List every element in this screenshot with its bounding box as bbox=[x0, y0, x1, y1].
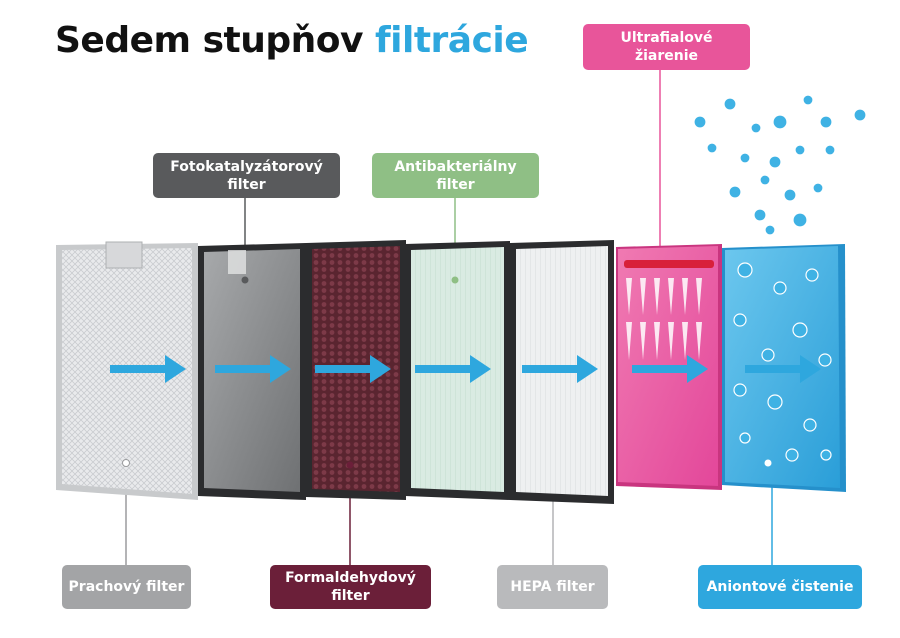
arrow-right-icon bbox=[215, 355, 291, 383]
label-hepa: HEPA filter bbox=[497, 565, 608, 609]
label-ultrafialove: Ultrafialové žiarenie bbox=[583, 24, 750, 70]
arrow-right-icon bbox=[415, 355, 491, 383]
arrow-right-icon bbox=[522, 355, 598, 383]
label-prachovy: Prachový filter bbox=[62, 565, 191, 609]
page-title: Sedem stupňov filtrácie bbox=[55, 20, 529, 61]
title-accent: filtrácie bbox=[374, 20, 529, 61]
title-main: Sedem stupňov bbox=[55, 20, 363, 61]
airflow-arrows bbox=[110, 355, 821, 383]
arrow-right-icon bbox=[315, 355, 391, 383]
uv-ray-icon bbox=[626, 278, 702, 360]
arrow-right-icon bbox=[110, 355, 186, 383]
uv-lamp bbox=[624, 260, 714, 268]
droplet-icon bbox=[693, 94, 867, 467]
label-aniontove: Aniontové čistenie bbox=[698, 565, 862, 609]
arrow-right-icon bbox=[745, 355, 821, 383]
label-antibakterialny: Antibakteriálny filter bbox=[372, 153, 539, 198]
label-fotokatalyzatorovy: Fotokatalyzátorový filter bbox=[153, 153, 340, 198]
arrow-right-icon bbox=[632, 355, 708, 383]
label-formaldehydovy: Formaldehydový filter bbox=[270, 565, 431, 609]
